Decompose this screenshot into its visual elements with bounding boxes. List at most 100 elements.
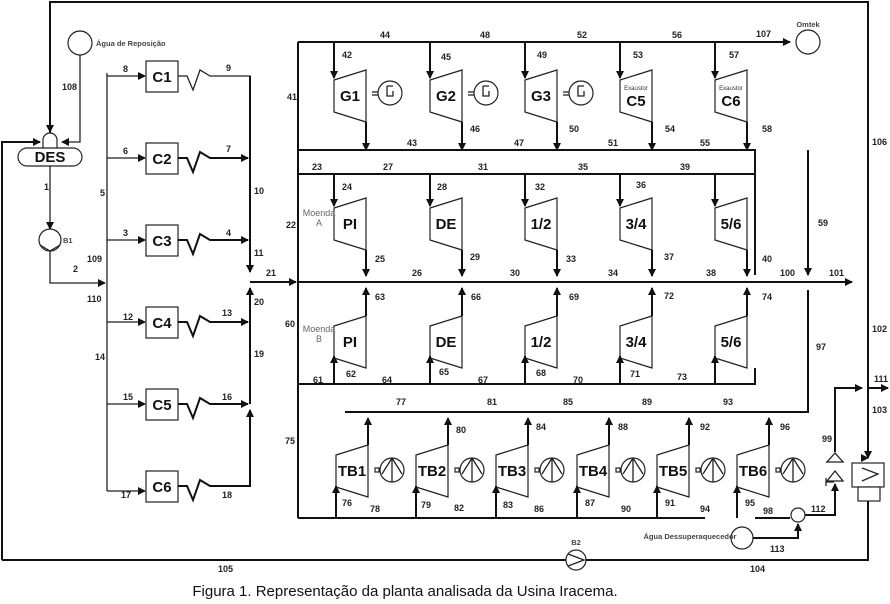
boiler-c6: C6 [107,409,254,503]
stream-label-75: 75 [285,436,295,446]
stream-label-30: 30 [510,268,520,278]
svg-text:A: A [316,218,322,228]
stream-label-96: 96 [780,422,790,432]
stream-label-36: 36 [636,180,646,190]
stream-label-31: 31 [478,162,488,172]
stream-label-64: 64 [382,375,392,385]
stream-label-22: 22 [286,220,296,230]
stream-label-27: 27 [383,162,393,172]
stream-label-73: 73 [677,372,687,382]
svg-text:C6: C6 [721,93,740,110]
figure-caption: Figura 1. Representação da planta analis… [192,583,618,600]
stream-label-84: 84 [536,422,546,432]
svg-text:C3: C3 [152,233,171,250]
boiler-c4: C4 [107,306,249,339]
stream-label-15: 15 [123,392,133,402]
stream-label-110: 110 [87,294,102,304]
stream-label-65: 65 [439,367,449,377]
stream-label-28: 28 [437,182,447,192]
turbopump-tb6: TB6 [733,417,806,518]
desuperheater [851,462,885,488]
stream-label-98: 98 [763,506,773,516]
stream-label-47: 47 [514,138,524,148]
mill-b-3-4: 3/4 [616,287,656,384]
svg-text:B: B [316,334,322,344]
stream-label-61: 61 [313,375,323,385]
stream-label-88: 88 [618,422,628,432]
svg-text:5/6: 5/6 [721,334,742,351]
stream-label-38: 38 [706,268,716,278]
stream-label-62: 62 [346,369,356,379]
stream-label-5: 5 [100,188,105,198]
mill-b-PI: PI [330,287,370,384]
boiler-c2: C2 [107,142,249,175]
stream-label-55: 55 [700,138,710,148]
stream-label-103: 103 [872,405,887,415]
mill-b-header [298,368,756,385]
stream-label-68: 68 [536,368,546,378]
stream-label-95: 95 [745,498,755,508]
stream-label-39: 39 [680,162,690,172]
stream-label-77: 77 [396,397,406,407]
stream-label-97: 97 [816,342,826,352]
stream-label-19: 19 [254,349,264,359]
stream-label-25: 25 [375,254,385,264]
svg-text:TB4: TB4 [579,463,608,480]
stream-label-79: 79 [421,500,431,510]
mill-a-header [298,173,756,198]
svg-text:DE: DE [436,334,457,351]
svg-text:3/4: 3/4 [626,216,648,233]
stream-label-24: 24 [342,182,352,192]
stream-label-2: 2 [73,264,78,274]
svg-text:C1: C1 [152,69,171,86]
stream-label-63: 63 [375,292,385,302]
svg-text:DE: DE [436,216,457,233]
svg-text:Exaustor: Exaustor [624,86,648,92]
stream-label-1: 1 [44,182,49,192]
stream-label-104: 104 [750,564,765,574]
stream-label-76: 76 [342,498,352,508]
stream-label-58: 58 [762,124,772,134]
svg-text:TB5: TB5 [659,463,687,480]
stream-label-74: 74 [762,292,772,302]
stream-label-41: 41 [287,92,297,102]
stream-label-23: 23 [312,162,322,172]
mill-a-5-6: 5/6 [711,174,751,277]
svg-text:3/4: 3/4 [626,334,648,351]
stream-label-43: 43 [407,138,417,148]
stream-label-70: 70 [573,375,583,385]
turbopump-tb5: TB5 [653,417,726,518]
svg-text:Exaustor: Exaustor [719,86,743,92]
stream-label-7: 7 [226,144,231,154]
stream-label-12: 12 [123,312,133,322]
stream-label-52: 52 [577,30,587,40]
boiler-c1: C1 [107,60,251,150]
svg-text:PI: PI [343,216,357,233]
stream-label-60: 60 [285,319,295,329]
stream-label-9: 9 [226,63,231,73]
stream-label-90: 90 [621,504,631,514]
generator-g3: G3 [521,42,594,151]
stream-label-81: 81 [487,397,497,407]
stream-label-3: 3 [123,228,128,238]
boilers: C1 C2 C3 C4 C5 [107,60,297,503]
stream-label-14: 14 [95,352,105,362]
agua-dessuperaquecedor-label: Água Dessuperaquecedor [644,532,737,541]
stream-label-45: 45 [441,52,451,62]
svg-text:TB1: TB1 [338,463,366,480]
stream-label-53: 53 [633,50,643,60]
stream-label-101: 101 [829,268,844,278]
svg-text:G3: G3 [531,88,551,105]
stream-label-111: 111 [874,374,888,384]
turbopump-tb2: TB2 [412,417,485,518]
svg-text:G1: G1 [340,88,360,105]
svg-text:TB3: TB3 [498,463,526,480]
agua-reposicao-source: Água de Reposição [46,2,166,146]
svg-text:5/6: 5/6 [721,216,742,233]
mill-a-1-2: 1/2 [521,174,561,277]
stream-label-8: 8 [123,64,128,74]
